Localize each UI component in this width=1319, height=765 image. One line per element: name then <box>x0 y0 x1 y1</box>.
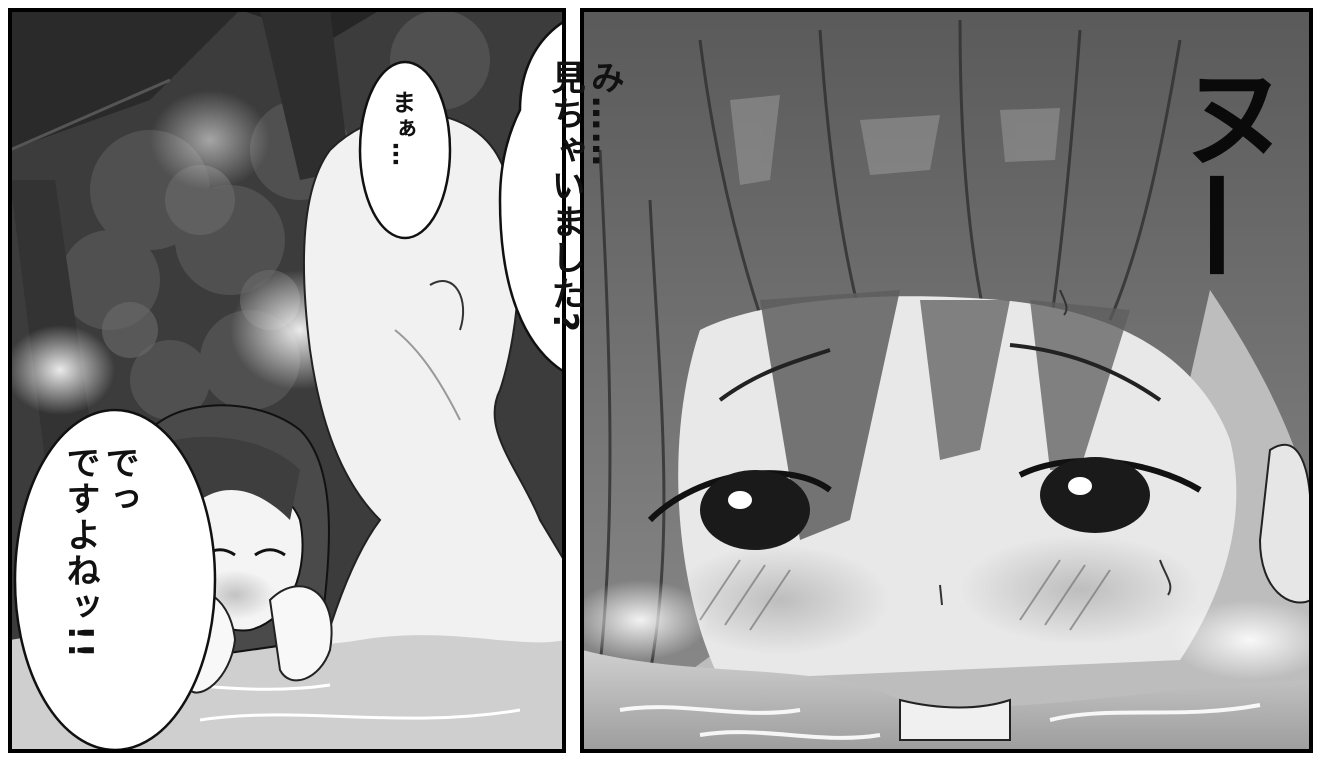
speech-bubble-desuyone: でっ ですよねッ!! <box>60 445 140 661</box>
eyes <box>647 457 1202 550</box>
speech-bubble-maa: まぁ… <box>387 90 416 168</box>
right-panel-art <box>582 10 1311 751</box>
sound-effect-nu: ヌ— <box>1161 60 1289 280</box>
left-panel-art <box>10 10 564 751</box>
speech-bubble-michaimashita: み…… 見ちゃいました? <box>545 60 625 334</box>
man-figure <box>298 112 564 751</box>
